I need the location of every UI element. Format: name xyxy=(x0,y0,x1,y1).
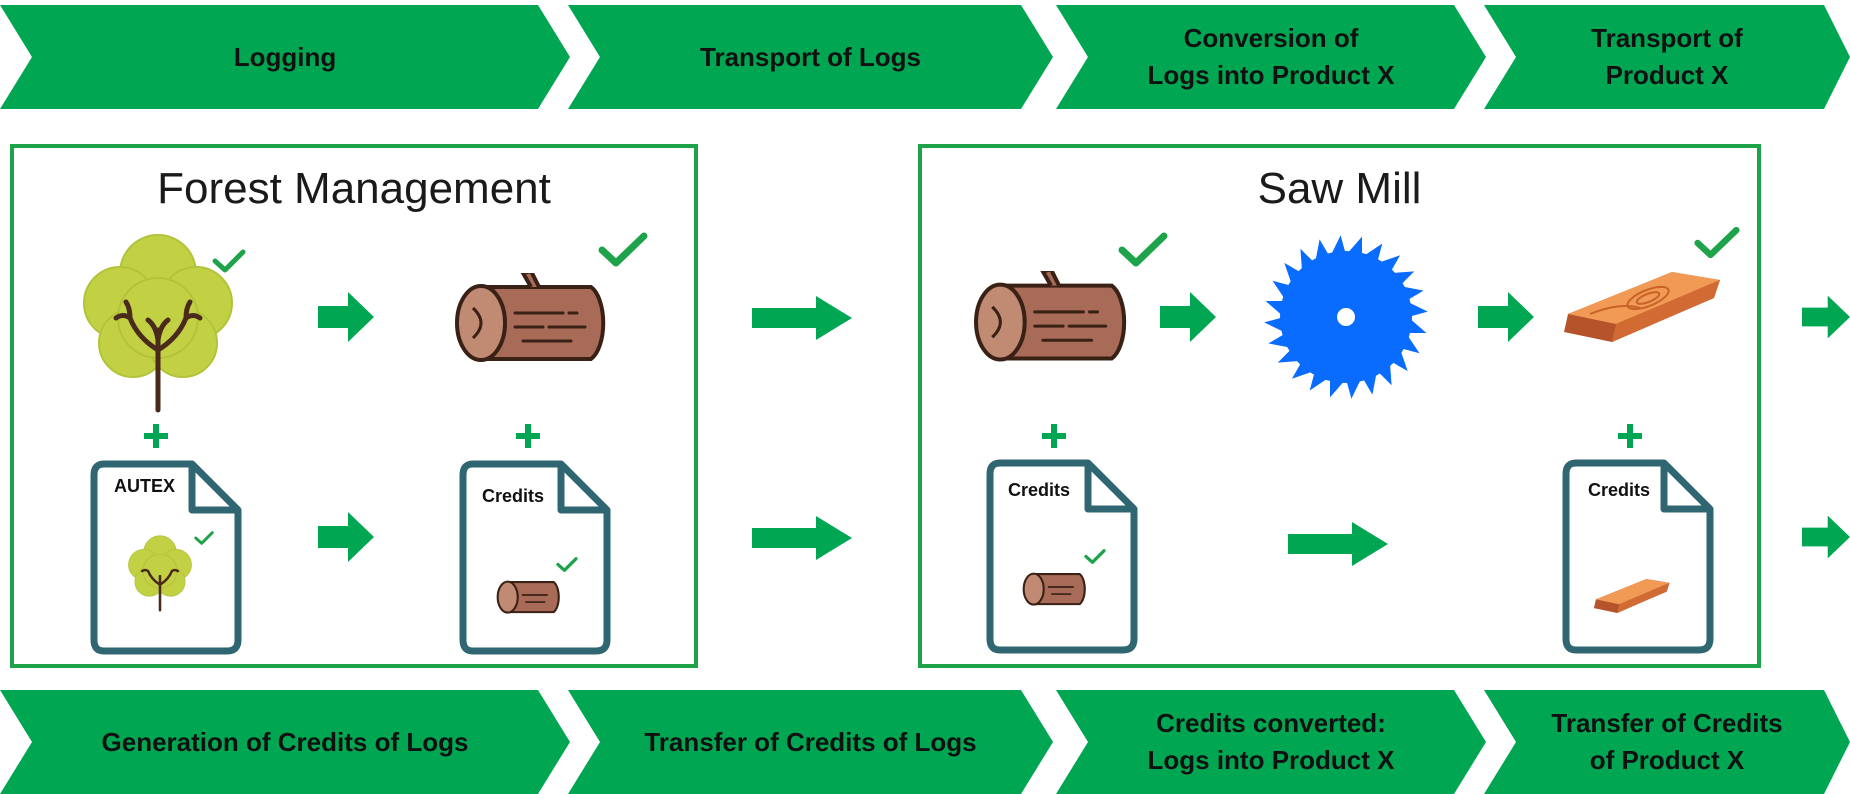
step-transfer-credits-product: Transfer of Credits of Product X xyxy=(1484,690,1850,794)
step-conversion: Conversion of Logs into Product X xyxy=(1056,5,1486,109)
chevron-shape xyxy=(568,690,1053,794)
arrow-right-icon xyxy=(318,512,374,562)
forest-management-box: Forest Management xyxy=(10,144,698,668)
step-label: Generation of Credits of Logs xyxy=(101,726,469,757)
step-label: Transfer of Credits of Logs xyxy=(644,726,977,757)
plus-icon xyxy=(1042,424,1066,448)
step-label: Transport of Logs xyxy=(700,41,921,72)
check-icon xyxy=(1694,226,1740,259)
step-label: Credits converted: Logs into Product X xyxy=(1147,708,1395,775)
forest-management-title: Forest Management xyxy=(157,164,551,213)
log-icon xyxy=(1022,572,1086,606)
step-label: Conversion of Logs into Product X xyxy=(1147,23,1395,90)
document-icon xyxy=(986,459,1138,654)
chevron-shape xyxy=(568,5,1053,109)
chevron-shape xyxy=(1056,690,1486,794)
arrow-right-icon xyxy=(1160,292,1216,342)
plank-icon xyxy=(1564,272,1720,342)
saw-blade-icon xyxy=(1264,235,1428,399)
plus-icon xyxy=(144,424,168,448)
chevron-shape xyxy=(1484,690,1850,794)
chevron-shape xyxy=(1056,5,1486,109)
plus-icon xyxy=(516,424,540,448)
credits-label: Credits xyxy=(1588,480,1651,500)
step-logging: Logging xyxy=(0,5,570,109)
arrow-right-icon xyxy=(1802,295,1850,339)
arrow-right-icon xyxy=(1802,515,1850,559)
step-label: Transport of Product X xyxy=(1591,23,1743,90)
check-icon xyxy=(556,557,578,572)
credits-label: Credits xyxy=(482,486,545,506)
arrow-right-icon xyxy=(752,296,852,340)
plus-icon xyxy=(1618,424,1642,448)
saw-mill-title: Saw Mill xyxy=(1257,164,1422,213)
check-icon xyxy=(598,232,648,267)
step-credits-converted: Credits converted: Logs into Product X xyxy=(1056,690,1486,794)
arrow-right-icon xyxy=(1478,292,1534,342)
arrow-right-icon xyxy=(1288,522,1388,566)
step-label: Logging xyxy=(233,41,337,72)
arrow-right-icon xyxy=(318,292,374,342)
check-icon xyxy=(1118,232,1168,267)
credits-label: Credits xyxy=(1008,480,1071,500)
arrow-right-icon xyxy=(752,516,852,560)
tree-icon xyxy=(128,535,192,612)
check-icon xyxy=(1084,549,1106,564)
chevron-shape xyxy=(1484,5,1850,109)
step-transport-logs: Transport of Logs xyxy=(568,5,1053,109)
check-icon xyxy=(194,531,214,545)
saw-mill-box: Saw Mill xyxy=(918,144,1761,668)
step-label: Transfer of Credits of Product X xyxy=(1551,708,1783,775)
check-icon xyxy=(212,249,246,273)
tree-icon xyxy=(83,234,233,413)
step-generation-credits: Generation of Credits of Logs xyxy=(0,690,570,794)
log-icon xyxy=(974,271,1127,362)
autex-label: AUTEX xyxy=(114,476,176,496)
step-transport-product: Transport of Product X xyxy=(1484,5,1850,109)
plank-icon xyxy=(1593,579,1670,613)
log-icon xyxy=(455,273,606,362)
chevron-shape xyxy=(0,690,570,794)
chevron-shape xyxy=(0,5,570,109)
step-transfer-credits-logs: Transfer of Credits of Logs xyxy=(568,690,1053,794)
log-icon xyxy=(496,580,560,614)
